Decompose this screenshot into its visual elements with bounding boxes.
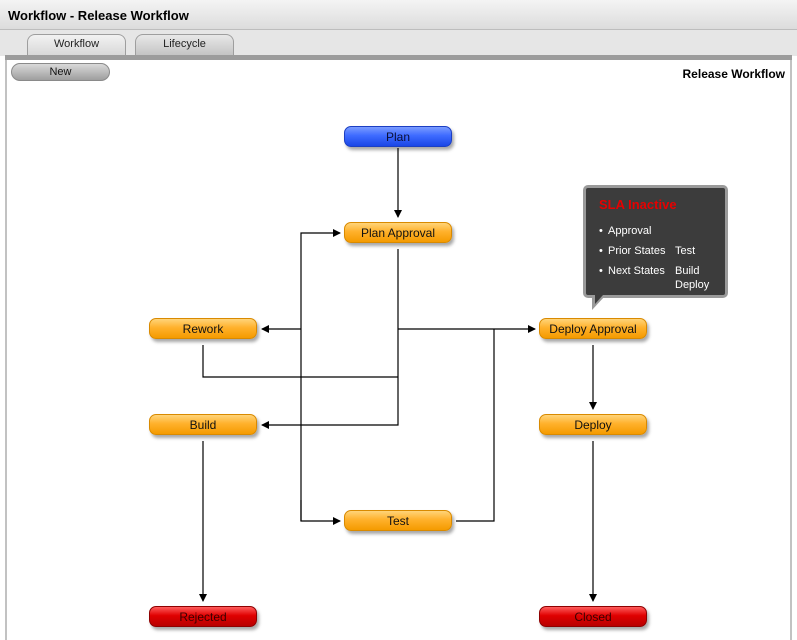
- tooltip-next-states-label: Next States: [608, 265, 665, 277]
- node-rework[interactable]: Rework: [149, 318, 257, 339]
- node-plan[interactable]: Plan: [344, 126, 452, 147]
- edge-plan-approval-to-build: [261, 249, 399, 429]
- tooltip-pointer-inner: [595, 295, 603, 304]
- tooltip-prior-states-label: Prior States: [608, 245, 666, 257]
- tooltip-title: SLA Inactive: [599, 197, 677, 212]
- node-plan-approval[interactable]: Plan Approval: [344, 222, 452, 243]
- node-closed[interactable]: Closed: [539, 606, 647, 627]
- node-deploy-approval[interactable]: Deploy Approval: [539, 318, 647, 339]
- bullet-icon: •: [599, 225, 603, 237]
- new-button[interactable]: New: [11, 63, 110, 81]
- tooltip-approval-label: Approval: [608, 225, 652, 237]
- window-title: Workflow - Release Workflow: [8, 8, 189, 23]
- tab-divider: [5, 55, 792, 60]
- node-build[interactable]: Build: [149, 414, 257, 435]
- bullet-icon: •: [599, 245, 603, 257]
- node-deploy[interactable]: Deploy: [539, 414, 647, 435]
- edge-to-test: [300, 500, 341, 525]
- bullet-icon: •: [599, 265, 603, 277]
- node-rejected[interactable]: Rejected: [149, 606, 257, 627]
- tab-lifecycle[interactable]: Lifecycle: [135, 34, 234, 55]
- tab-strip: Workflow Lifecycle: [0, 30, 797, 56]
- tooltip-next-states-value-1: Build: [675, 265, 700, 277]
- diagram-title: Release Workflow: [682, 67, 785, 81]
- tooltip-prior-states-value: Test: [675, 245, 696, 257]
- tooltip-next-states-value-2: Deploy: [675, 279, 710, 291]
- tab-workflow[interactable]: Workflow: [27, 34, 126, 55]
- sla-tooltip: SLA Inactive • Approval • Prior States T…: [583, 185, 728, 298]
- edge-test-to-deploy-approval: [456, 329, 495, 522]
- node-test[interactable]: Test: [344, 510, 452, 531]
- edge-rework-junction: [202, 345, 398, 378]
- window-titlebar: Workflow - Release Workflow: [0, 0, 797, 30]
